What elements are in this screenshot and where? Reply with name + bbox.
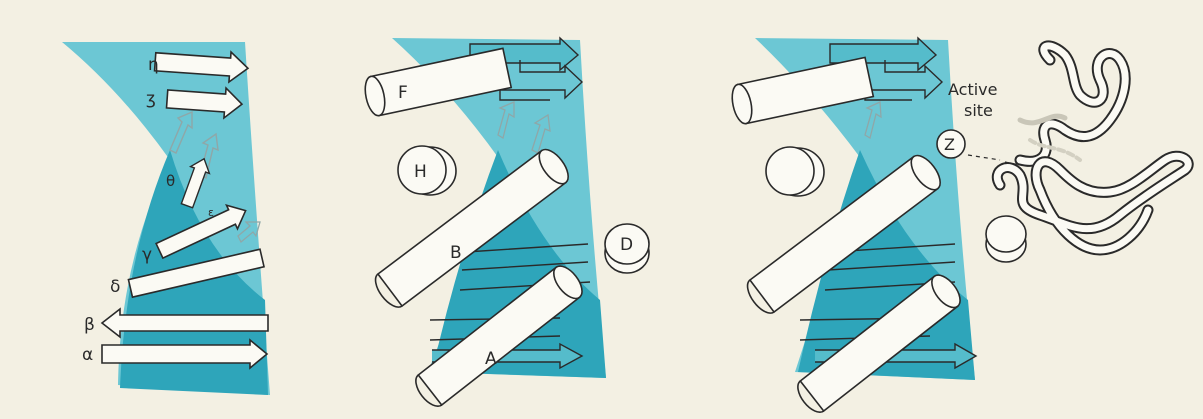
coiled-ribbon-domain [997,46,1188,250]
strand-label-eta: η [148,55,159,75]
strand-label-beta: β [84,315,95,335]
strand-label-alpha: α [82,345,93,365]
strand-alpha-arrow [102,340,267,368]
helix-label-a: A [485,349,497,369]
active-site-label-line1: Active [948,80,998,99]
helix-label-f: F [398,83,408,103]
strand-label-epsilon: ε [208,206,214,219]
panel-3-active-site: Z Active site [729,38,1188,417]
helix-h-cylinder [766,147,824,196]
panel-2-helices: F H B D A [362,38,649,411]
helix-end-on-cylinder [986,216,1026,262]
strand-label-zeta: ʒ [146,89,156,109]
helix-label-d: D [620,235,633,255]
strand-label-gamma: γ [142,245,152,265]
active-site-label-line2: site [964,101,993,120]
helix-h-cylinder [398,146,456,195]
strand-label-delta: δ [110,277,120,297]
panel-1-beta-sheet: η ʒ θ ε γ δ β α [62,42,270,395]
helix-label-b: B [450,243,462,263]
domain-label-z: Z [944,135,955,154]
helix-label-h: H [414,162,427,182]
strand-label-theta: θ [166,172,175,190]
